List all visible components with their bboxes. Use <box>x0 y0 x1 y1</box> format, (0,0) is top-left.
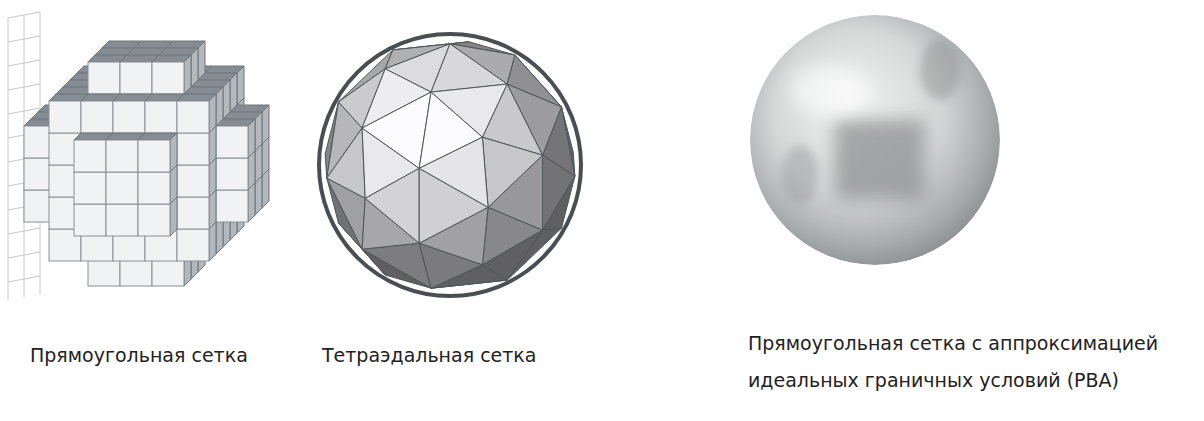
cube-front <box>106 172 138 204</box>
cube-front <box>152 62 184 94</box>
cube-top <box>205 66 244 73</box>
cube-front <box>145 101 177 133</box>
mesh-triangle <box>327 128 365 198</box>
mesh-triangle <box>365 168 419 243</box>
voxel-sphere <box>24 41 269 286</box>
cube-front <box>49 101 81 133</box>
cube-top <box>138 133 177 140</box>
cube-front <box>120 62 152 94</box>
cube-front <box>216 126 248 158</box>
caption: Прямоугольная сетка <box>30 342 320 368</box>
cube-front <box>81 101 113 133</box>
cube-front <box>106 140 138 172</box>
mesh-triangle <box>419 137 488 207</box>
cube-top <box>177 94 216 101</box>
cube-front <box>74 204 106 236</box>
cube-front <box>177 229 209 261</box>
caption: Прямоугольная сетка с аппроксимацией иде… <box>748 325 1198 399</box>
cube-top <box>152 55 191 62</box>
tetrahedral-sphere <box>325 42 575 288</box>
cube-front <box>216 158 248 190</box>
cube-front <box>216 190 248 222</box>
cube-top <box>166 41 205 48</box>
cube-front <box>177 165 209 197</box>
cube-front <box>74 172 106 204</box>
cube-front <box>138 172 170 204</box>
cube-front <box>106 204 138 236</box>
cube-front <box>88 62 120 94</box>
mesh-triangle <box>482 137 542 207</box>
cube-top <box>159 48 198 55</box>
cube-front <box>74 140 106 172</box>
cube-front <box>113 101 145 133</box>
cube-front <box>177 101 209 133</box>
sphere-rim <box>319 34 581 296</box>
cube-front <box>138 204 170 236</box>
cube-front <box>177 197 209 229</box>
cube-front <box>177 133 209 165</box>
smooth-sphere <box>750 15 1000 265</box>
cube-front <box>138 140 170 172</box>
caption: Тетраэдальная сетка <box>322 342 622 368</box>
